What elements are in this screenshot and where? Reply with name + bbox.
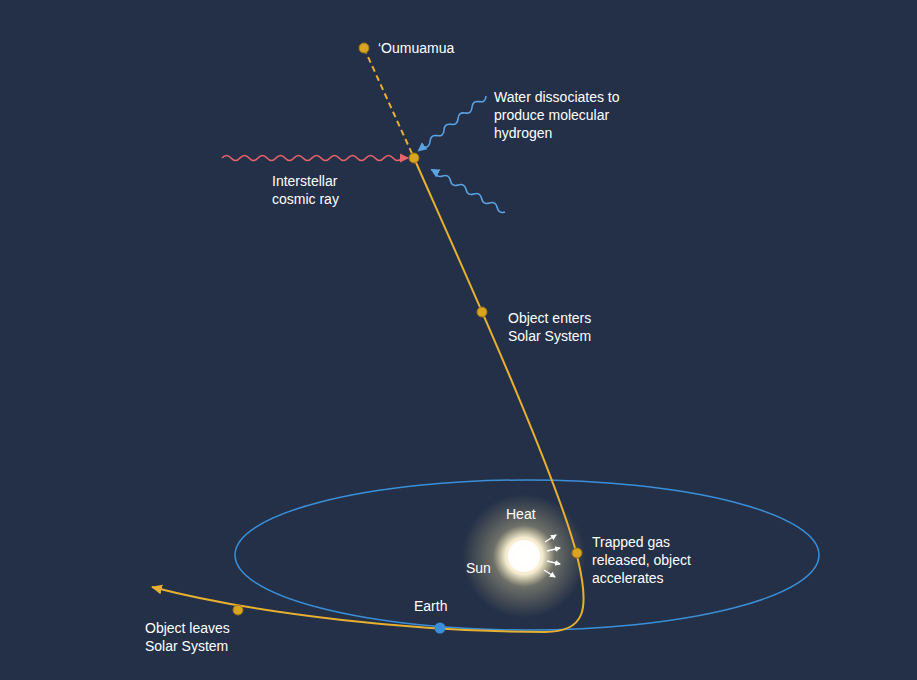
process-note: Water dissociates to produce molecular h… xyxy=(494,88,642,142)
position-dot xyxy=(477,307,487,317)
radiation-wave xyxy=(430,167,506,214)
sun-core xyxy=(508,540,540,572)
stage-label: Object leaves Solar System xyxy=(145,619,255,655)
earth-dot xyxy=(435,623,446,634)
sun-label: Sun xyxy=(466,559,491,577)
position-dot xyxy=(359,43,369,53)
heat-arrow xyxy=(547,561,560,564)
trajectory xyxy=(152,158,584,632)
stage-label: Object enters Solar System xyxy=(508,309,618,345)
source-label: Interstellar cosmic ray xyxy=(272,172,372,208)
radiation-wave xyxy=(417,94,488,153)
position-dot xyxy=(233,605,243,615)
heat-arrows xyxy=(544,535,560,577)
heat-arrow xyxy=(544,570,555,577)
planet-label: Earth xyxy=(414,597,447,615)
heat-arrow xyxy=(545,535,556,542)
heat-label: Heat xyxy=(506,505,536,523)
cosmic-ray-wave xyxy=(222,156,408,161)
position-dot xyxy=(409,153,419,163)
stage-label: Trapped gas released, object accelerates xyxy=(592,533,714,587)
sun-glow xyxy=(462,494,586,618)
earth-orbit xyxy=(235,480,819,630)
heat-arrow xyxy=(547,548,560,551)
object-name: ‘Oumuamua xyxy=(378,39,454,57)
past-trajectory xyxy=(364,48,414,158)
position-dot xyxy=(572,548,582,558)
